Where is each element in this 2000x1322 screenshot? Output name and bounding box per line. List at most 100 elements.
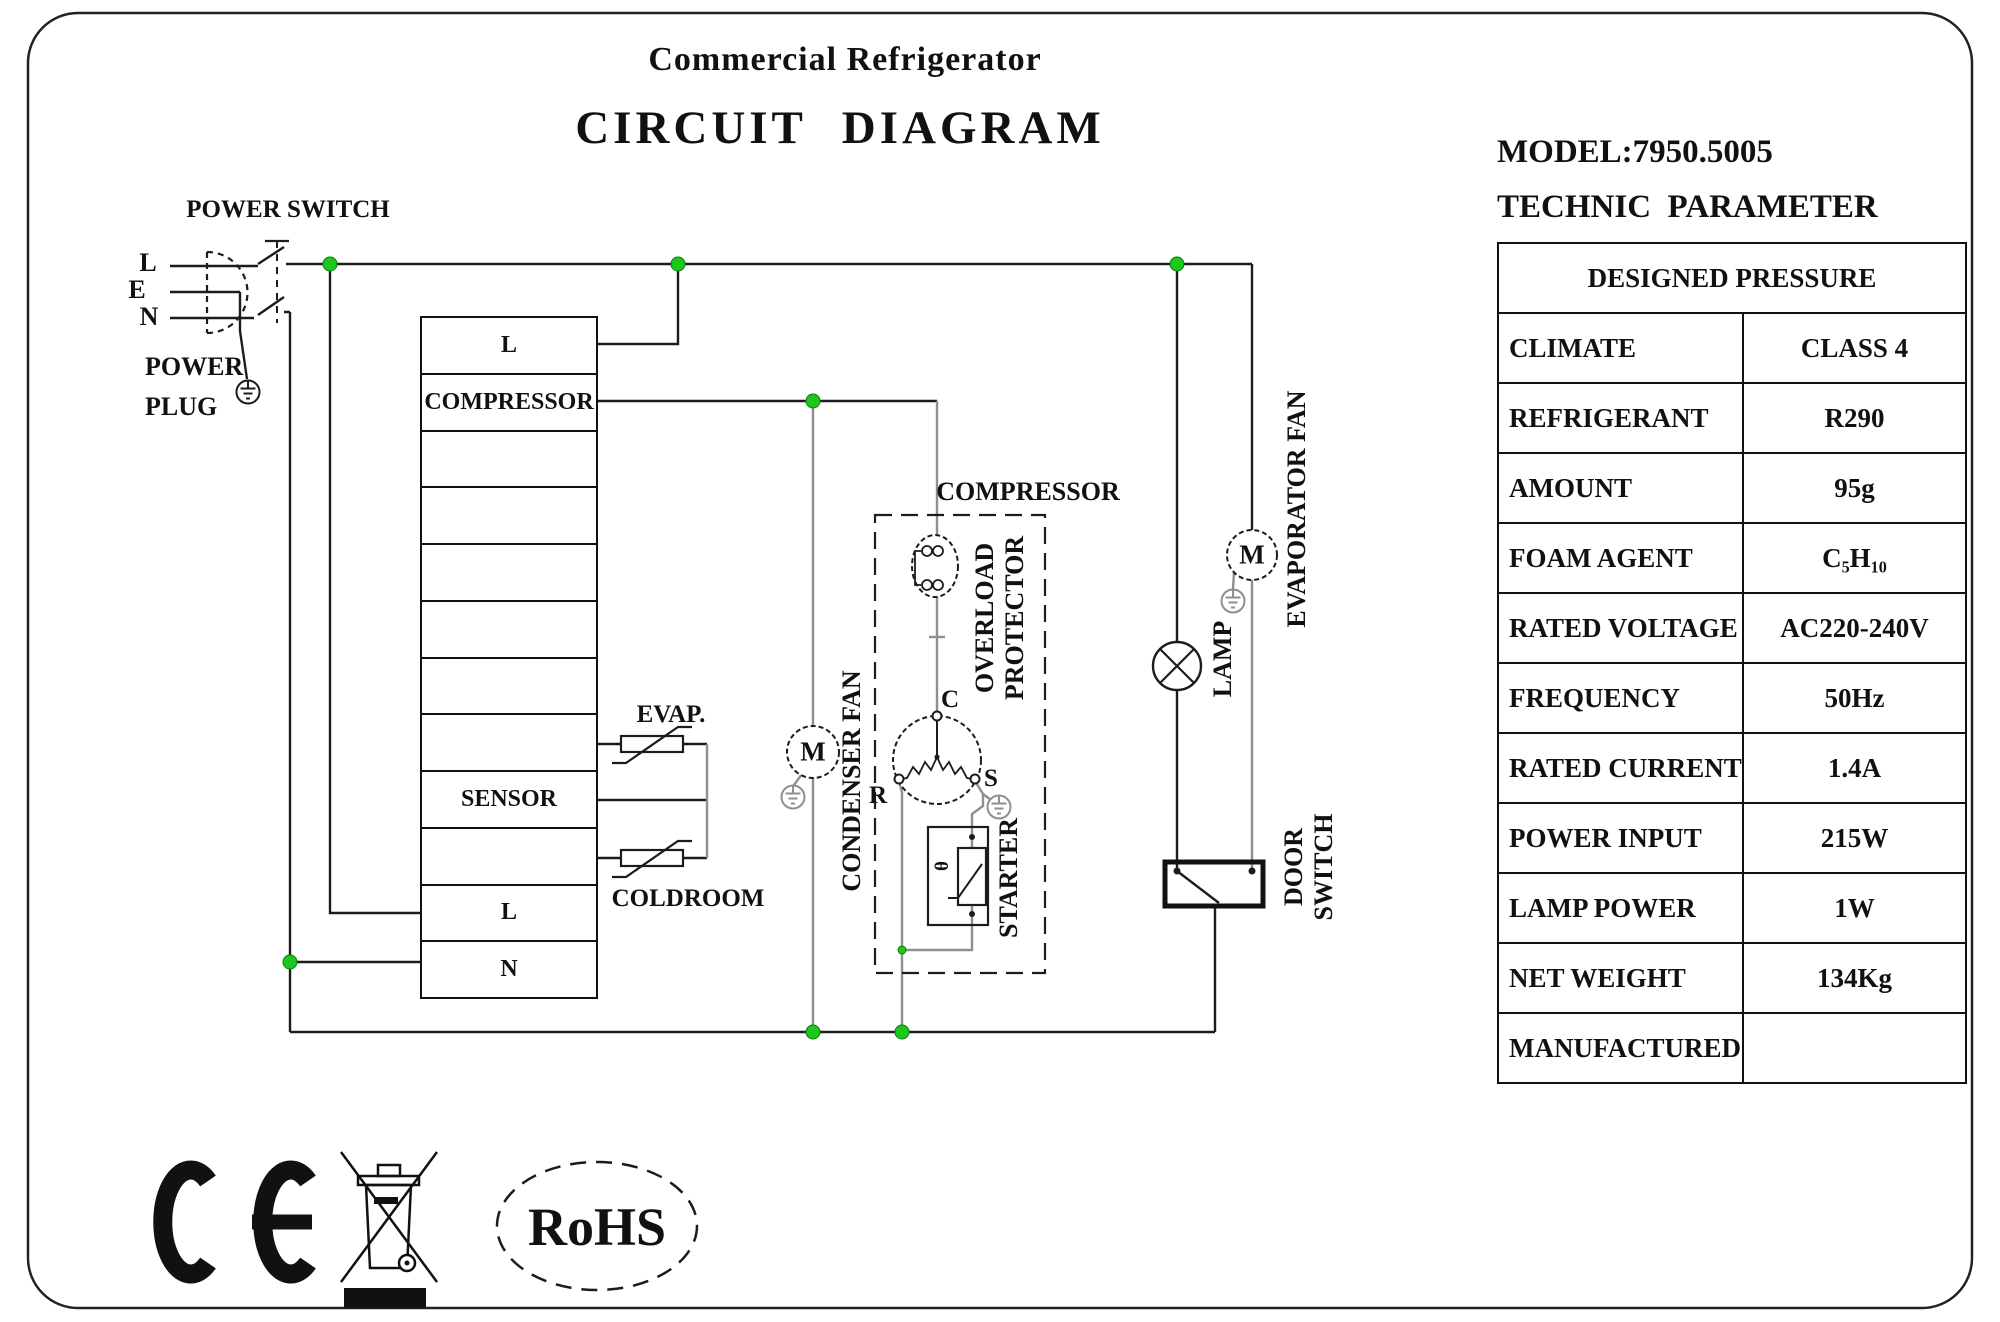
terminal-row: N xyxy=(422,940,596,997)
coldroom-thermistor-symbol xyxy=(612,839,692,879)
terminal-row: L xyxy=(500,331,517,358)
door-switch-label: DOOR SWITCH xyxy=(1279,813,1338,921)
pin-n-label: N xyxy=(139,302,159,331)
param-label: FREQUENCY xyxy=(1497,662,1744,734)
param-value: 50Hz xyxy=(1742,662,1967,734)
param-value: 215W xyxy=(1742,802,1967,874)
weee-bin-icon xyxy=(339,1151,439,1308)
terminal-row: COMPRESSOR xyxy=(422,372,596,430)
starter-symbol xyxy=(926,825,990,927)
junction-dot xyxy=(1169,256,1185,272)
starter-label: STARTER xyxy=(994,818,1023,938)
param-label: POWER INPUT xyxy=(1497,802,1744,874)
terminal-row: SENSOR xyxy=(422,770,596,827)
junction-dot xyxy=(670,256,686,272)
motor-letter: M xyxy=(1239,539,1265,570)
condenser-fan-label: CONDENSER FAN xyxy=(837,670,866,892)
junction-dot xyxy=(805,393,821,409)
junction-dot xyxy=(282,954,298,970)
ground-icon xyxy=(780,784,806,810)
param-label: REFRIGERANT xyxy=(1497,382,1744,454)
param-label: LAMP POWER xyxy=(1497,872,1744,944)
terminal-c-label: C xyxy=(940,686,960,713)
overload-protector-label: OVERLOAD PROTECTOR xyxy=(970,535,1029,701)
certificate-border xyxy=(26,11,1974,1310)
page-subtitle: Commercial Refrigerator xyxy=(648,41,1042,78)
overload-protector-symbol xyxy=(911,534,959,598)
condenser-fan-motor-symbol xyxy=(786,725,840,779)
table-row: MANUFACTURED xyxy=(1497,1012,1967,1084)
compressor-label: COMPRESSOR xyxy=(936,477,1120,506)
pin-l-label: L xyxy=(139,248,157,277)
param-label: RATED CURRENT xyxy=(1497,732,1744,804)
terminal-row xyxy=(422,656,596,714)
evaporator-fan-label: EVAPORATOR FAN xyxy=(1282,390,1311,628)
param-value: AC220-240V xyxy=(1742,592,1967,664)
param-value: CLASS 4 xyxy=(1742,312,1967,384)
terminal-row xyxy=(422,826,596,884)
panel-heading: TECHNIC PARAMETER xyxy=(1497,189,1878,225)
param-value: 134Kg xyxy=(1742,942,1967,1014)
param-value: C₅H₁₀ xyxy=(1742,522,1967,594)
power-switch-symbol xyxy=(265,239,289,323)
compressor-boundary-box xyxy=(873,513,1047,975)
theta-symbol: θ xyxy=(932,861,953,871)
param-label: RATED VOLTAGE xyxy=(1497,592,1744,664)
ground-icon xyxy=(1220,588,1246,614)
param-value: R290 xyxy=(1742,382,1967,454)
evap-sensor-label: EVAP. xyxy=(636,701,706,728)
compressor-motor-symbol xyxy=(892,710,982,805)
terminal-r-label: R xyxy=(868,782,888,809)
rohs-oval xyxy=(495,1160,699,1292)
power-plug-label: POWER xyxy=(145,352,244,381)
param-label: FOAM AGENT xyxy=(1497,522,1744,594)
param-label: MANUFACTURED xyxy=(1497,1012,1744,1084)
page-title: CIRCUIT DIAGRAM xyxy=(575,102,1105,154)
terminal-s-label: S xyxy=(984,765,998,792)
pin-e-label: E xyxy=(128,275,146,304)
junction-dot xyxy=(805,1024,821,1040)
junction-dot xyxy=(894,1024,910,1040)
rohs-badge: RoHS xyxy=(527,1197,667,1257)
wires-black xyxy=(170,245,1254,1034)
table-header: DESIGNED PRESSURE xyxy=(1497,242,1967,314)
param-value: 1.4A xyxy=(1742,732,1967,804)
evap-thermistor-symbol xyxy=(612,725,692,765)
power-plug-label: PLUG xyxy=(145,392,218,421)
terminal-row xyxy=(422,713,596,770)
evaporator-fan-motor-symbol xyxy=(1226,529,1278,581)
terminal-row xyxy=(422,599,596,657)
terminal-row xyxy=(422,543,596,600)
lamp-symbol xyxy=(1151,640,1203,692)
param-value xyxy=(1742,1012,1967,1084)
coldroom-sensor-label: COLDROOM xyxy=(611,885,765,912)
junction-dot xyxy=(322,256,338,272)
power-switch-label: POWER SWITCH xyxy=(186,196,390,223)
param-value: 1W xyxy=(1742,872,1967,944)
door-switch-symbol xyxy=(1162,859,1266,909)
ground-icon xyxy=(986,794,1012,820)
lamp-label: LAMP xyxy=(1208,620,1237,698)
power-plug-symbol xyxy=(205,250,249,335)
param-label: CLIMATE xyxy=(1497,312,1744,384)
controller-terminal-block: L COMPRESSOR SENSOR L N xyxy=(420,316,598,999)
motor-letter: M xyxy=(800,736,826,767)
ce-mark-icon xyxy=(153,1160,316,1284)
model-number: MODEL:7950.5005 xyxy=(1497,134,1773,170)
terminal-row: L xyxy=(422,883,596,941)
table-header-row: DESIGNED PRESSURE xyxy=(1497,242,1967,314)
junction-dots xyxy=(282,256,1185,1040)
